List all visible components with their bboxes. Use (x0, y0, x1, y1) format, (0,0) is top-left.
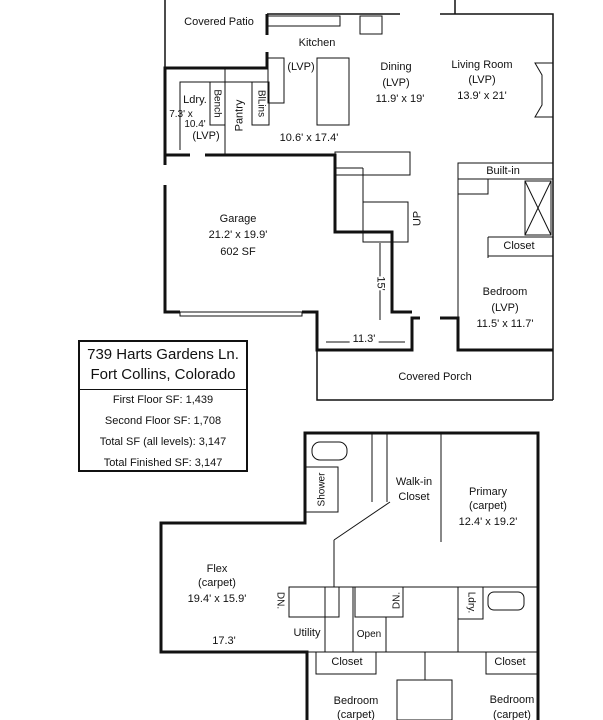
kitchen-floor: (LVP) (287, 61, 315, 73)
builtin-label: Built-in (486, 165, 520, 177)
utility-label: Utility (293, 627, 321, 639)
closet-left-label: Closet (331, 656, 363, 668)
dimension-11-3: 11.3' (349, 332, 379, 347)
primary-floor: (carpet) (469, 500, 507, 512)
stairs-up-label: UP (411, 210, 424, 227)
first-floor-sf: First Floor SF: 1,439 (112, 394, 214, 406)
property-info-box: 739 Harts Gardens Ln. Fort Collins, Color… (78, 340, 248, 472)
bedroom-floor: (LVP) (491, 302, 519, 314)
laundry-dims-1: 7.3' x (169, 109, 193, 120)
garage-label: Garage (219, 213, 257, 225)
bedroom-left-label: Bedroom (333, 695, 379, 707)
kitchen-dims: 10.6' x 17.4' (279, 132, 339, 144)
blins-label: BlLins (255, 89, 267, 118)
bedroom-label: Bedroom (482, 286, 528, 298)
total-sf: Total SF (all levels): 3,147 (99, 436, 227, 448)
upper-laundry-label: Ldry. (465, 591, 477, 614)
address-line-2: Fort Collins, Colorado (90, 366, 236, 383)
open-label: Open (356, 629, 382, 640)
bedroom-right-floor: (carpet) (493, 709, 531, 720)
primary-dims: 12.4' x 19.2' (458, 516, 518, 528)
flex-dims: 19.4' x 15.9' (187, 593, 247, 605)
pantry-label: Pantry (233, 99, 246, 132)
dining-label: Dining (380, 61, 412, 73)
total-finished-sf: Total Finished SF: 3,147 (103, 457, 223, 469)
flex-label: Flex (206, 563, 228, 575)
flex-floor: (carpet) (198, 577, 236, 589)
bedroom-dims: 11.5' x 11.7' (476, 318, 534, 330)
dimension-15: 15' (372, 276, 388, 291)
living-room-floor: (LVP) (468, 74, 496, 86)
garage-dims: 21.2' x 19.9' (208, 229, 268, 241)
laundry-dims-2: 10.4' (184, 119, 206, 130)
stairs-down-label-right: DN. (391, 591, 403, 610)
shower-label: Shower (316, 472, 328, 507)
bedroom-left-floor: (carpet) (337, 709, 375, 720)
walkin-closet-label: Closet (398, 491, 430, 503)
address-line-1: 739 Harts Gardens Ln. (87, 346, 239, 363)
closet-right-label: Closet (494, 656, 526, 668)
second-floor-sf: Second Floor SF: 1,708 (104, 415, 222, 427)
laundry-label: Ldry. (183, 94, 207, 106)
bench-label: Bench (211, 89, 223, 118)
stairs-down-label-left: DN. (274, 591, 286, 610)
dining-dims: 11.9' x 19' (375, 93, 425, 105)
first-floor-outline (164, 0, 554, 401)
covered-patio-label: Covered Patio (184, 16, 254, 28)
living-room-label: Living Room (451, 59, 513, 71)
second-floor-interior (288, 433, 539, 720)
living-room-dims: 13.9' x 21' (457, 90, 507, 102)
closet-label: Closet (503, 240, 535, 252)
first-floor-walls (163, 14, 553, 352)
laundry-floor: (LVP) (192, 130, 220, 142)
walkin-label: Walk-in (395, 476, 433, 488)
dimension-17-3: 17.3' (209, 634, 239, 649)
kitchen-label: Kitchen (298, 37, 336, 49)
second-floor-walls (159, 431, 540, 720)
primary-label: Primary (469, 486, 507, 498)
dining-floor: (LVP) (382, 77, 410, 89)
garage-sf: 602 SF (220, 246, 256, 258)
covered-porch-label: Covered Porch (398, 371, 472, 383)
first-floor-interior (179, 15, 554, 350)
bedroom-right-label: Bedroom (489, 694, 535, 706)
